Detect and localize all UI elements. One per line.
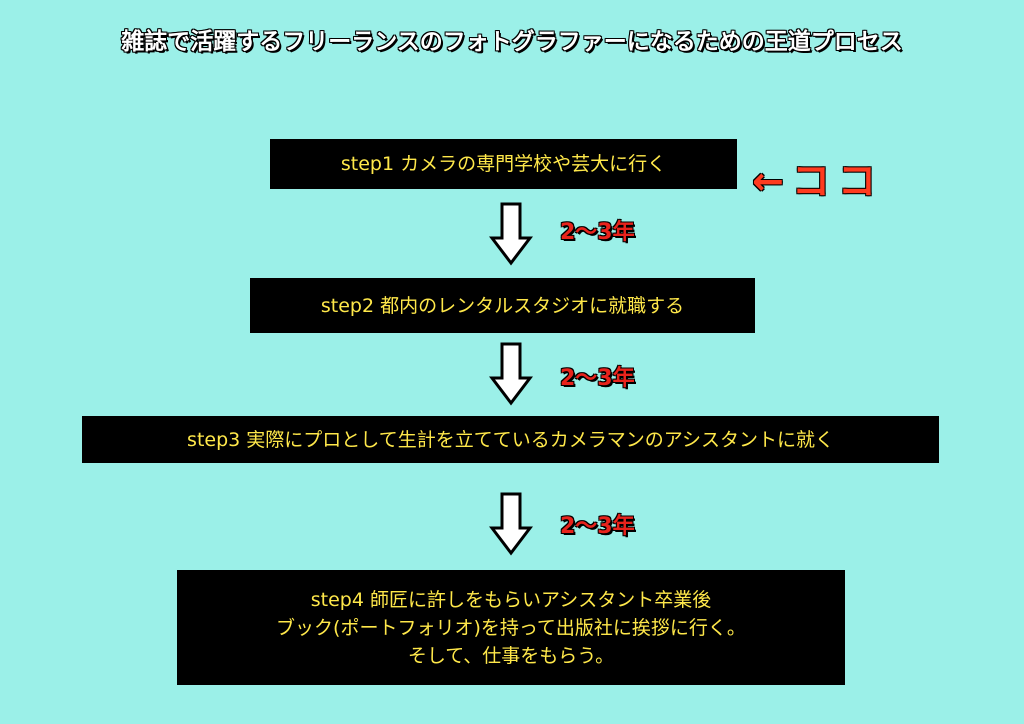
- step-3-box: step3 実際にプロとして生計を立てているカメラマンのアシスタントに就く: [82, 416, 939, 463]
- step-3-label: step3 実際にプロとして生計を立てているカメラマンのアシスタントに就く: [187, 428, 834, 451]
- step-4-box: step4 師匠に許しをもらいアシスタント卒業後 ブック(ポートフォリオ)を持っ…: [177, 570, 845, 685]
- here-marker: ←ココ: [752, 159, 884, 203]
- duration-label-2: 2〜3年: [560, 366, 635, 391]
- down-arrow-icon: [489, 342, 533, 406]
- duration-label-3: 2〜3年: [560, 514, 635, 539]
- step-4-line-1: step4 師匠に許しをもらいアシスタント卒業後: [310, 588, 712, 611]
- step-1-label: step1 カメラの専門学校や芸大に行く: [340, 153, 667, 175]
- down-arrow-icon: [489, 492, 533, 556]
- duration-label-1: 2〜3年: [560, 220, 635, 245]
- step-4-line-3: そして、仕事をもらう。: [407, 644, 615, 667]
- step-2-label: step2 都内のレンタルスタジオに就職する: [320, 294, 685, 317]
- step-1-box: step1 カメラの専門学校や芸大に行く: [270, 139, 737, 189]
- down-arrow-icon: [489, 202, 533, 266]
- page-title: 雑誌で活躍するフリーランスのフォトグラファーになるための王道プロセス: [121, 29, 903, 55]
- step-4-line-2: ブック(ポートフォリオ)を持って出版社に挨拶に行く。: [276, 616, 746, 639]
- step-2-box: step2 都内のレンタルスタジオに就職する: [250, 278, 755, 333]
